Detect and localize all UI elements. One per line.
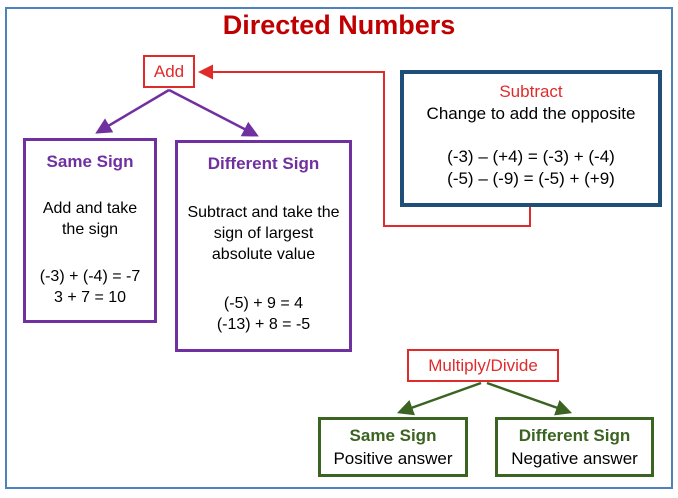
- add-node: Add: [143, 55, 195, 88]
- md-different-sign-rule: Negative answer: [511, 449, 638, 468]
- add-different-sign-rule: Subtract and take the sign of largest ab…: [187, 204, 340, 263]
- subtract-equations: (-3) – (+4) = (-3) + (-4) (-5) – (-9) = …: [404, 146, 658, 190]
- outer-frame: [5, 7, 673, 489]
- page-title: Directed Numbers: [222, 10, 456, 40]
- add-same-sign-title: Same Sign: [46, 152, 134, 171]
- multiply-divide-label: Multiply/Divide: [428, 355, 538, 375]
- subtract-title: Subtract: [499, 82, 563, 101]
- md-same-sign-rule: Positive answer: [333, 449, 453, 468]
- subtract-equation-1: (-3) – (+4) = (-3) + (-4): [447, 147, 615, 166]
- add-different-sign-equations: (-5) + 9 = 4 (-13) + 8 = -5: [178, 293, 349, 335]
- multiply-divide-node: Multiply/Divide: [407, 349, 559, 382]
- add-different-sign-box: Different Sign Subtract and take the sig…: [175, 140, 352, 352]
- add-same-sign-equation-1: (-3) + (-4) = -7: [39, 268, 141, 285]
- add-same-sign-equation-2: 3 + 7 = 10: [53, 289, 127, 306]
- add-different-sign-equation-1: (-5) + 9 = 4: [223, 295, 304, 312]
- md-same-sign-title: Same Sign: [349, 426, 437, 445]
- add-same-sign-rule: Add and take the sign: [42, 200, 138, 238]
- md-same-sign-box: Same Sign Positive answer: [318, 417, 468, 477]
- add-different-sign-title: Different Sign: [207, 154, 320, 173]
- subtract-equation-2: (-5) – (-9) = (-5) + (+9): [447, 169, 615, 188]
- add-different-sign-equation-2: (-13) + 8 = -5: [216, 316, 311, 333]
- subtract-rule: Change to add the opposite: [426, 104, 636, 123]
- add-label: Add: [153, 61, 185, 81]
- add-same-sign-box: Same Sign Add and take the sign (-3) + (…: [23, 138, 157, 323]
- subtract-box: Subtract Change to add the opposite (-3)…: [400, 70, 662, 207]
- add-same-sign-equations: (-3) + (-4) = -7 3 + 7 = 10: [26, 266, 154, 308]
- md-different-sign-box: Different Sign Negative answer: [495, 417, 654, 477]
- md-different-sign-title: Different Sign: [518, 426, 631, 445]
